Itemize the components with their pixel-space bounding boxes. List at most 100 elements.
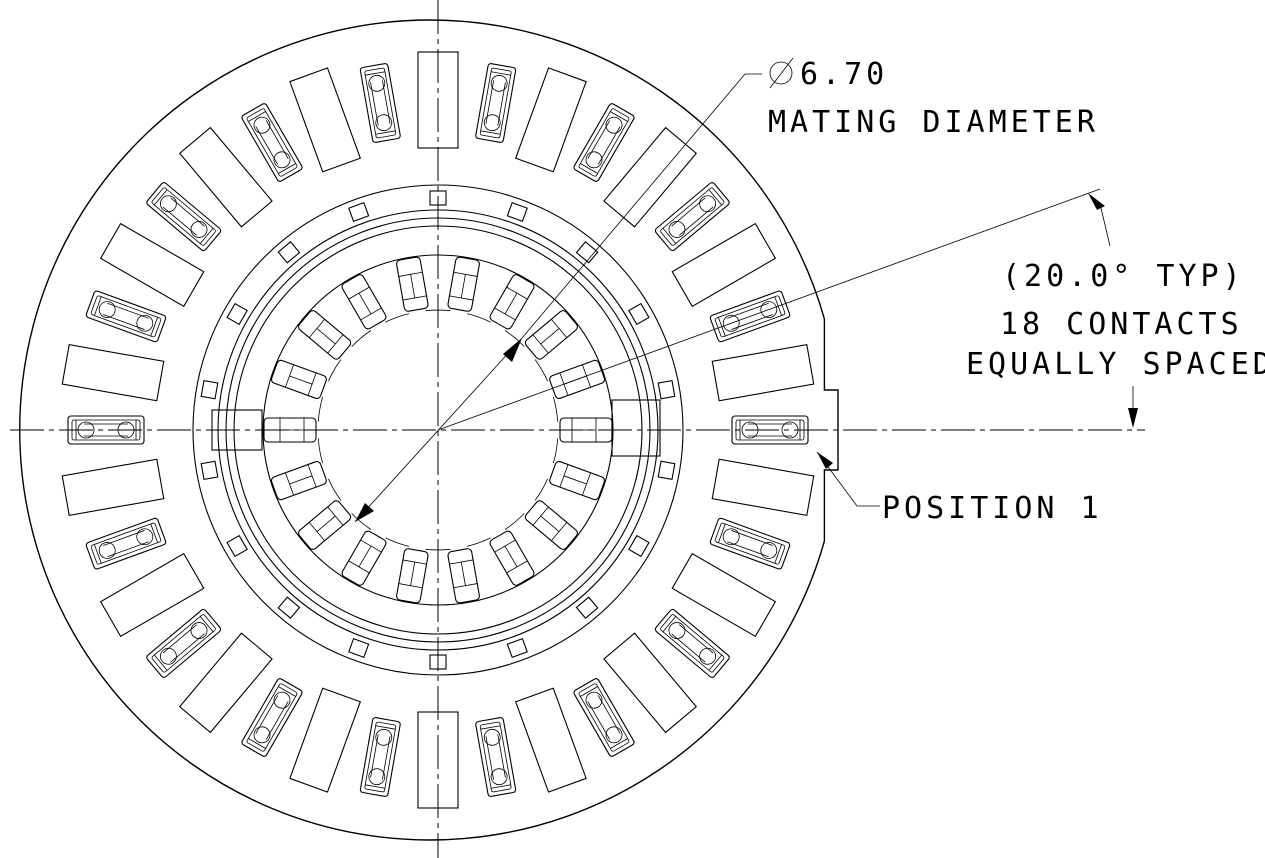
outer-slot <box>711 344 815 402</box>
inner-contact <box>549 461 606 501</box>
inner-arc-segment <box>553 396 559 422</box>
outer-contact <box>359 717 401 797</box>
angle-arrow-upper <box>1088 193 1105 210</box>
contact-tip <box>483 114 501 132</box>
contact-line <box>153 654 168 671</box>
contact-line <box>370 82 379 126</box>
contact-line <box>255 126 279 165</box>
angle-arrow-lower <box>1128 408 1138 428</box>
contact-body-inner <box>660 187 725 246</box>
outer-contact <box>573 103 635 182</box>
contact-tip <box>159 195 177 213</box>
inner-contact-line <box>327 334 344 354</box>
inner-contact-line <box>494 307 516 321</box>
contact-body-inner <box>151 187 216 246</box>
outer-slot <box>603 126 698 228</box>
contact-line <box>94 296 102 316</box>
contact-line <box>150 317 158 337</box>
contact-tip <box>490 74 508 92</box>
contact-tip <box>375 114 393 132</box>
contact-line <box>94 544 102 564</box>
contact-tip <box>98 301 116 318</box>
contact-line <box>708 654 723 671</box>
contact-tip <box>190 221 208 238</box>
angle-extension-line <box>437 188 1101 431</box>
contact-body-inner <box>479 67 512 139</box>
inner-contact-outline <box>549 461 606 501</box>
contact-line <box>107 302 149 319</box>
outer-contact-group <box>67 63 809 797</box>
contact-tip <box>273 151 291 169</box>
outer-contact <box>241 103 303 182</box>
outer-slot <box>61 344 165 402</box>
contact-tip <box>375 728 393 746</box>
inner-contact <box>270 461 327 501</box>
contact-line <box>708 189 723 206</box>
position-leader-line <box>816 451 880 507</box>
contact-line <box>610 738 628 749</box>
outer-contact <box>654 182 730 252</box>
contact-line <box>497 734 506 778</box>
inner-contact-line <box>360 307 382 321</box>
contact-tip <box>699 647 717 665</box>
outer-slot <box>289 67 362 173</box>
outer-slot <box>99 552 205 638</box>
inner-contact-outline <box>447 548 480 604</box>
inner-contact-outline <box>489 274 535 330</box>
contact-line <box>587 120 611 159</box>
contact-tip <box>605 726 623 744</box>
ring-notch <box>506 201 528 223</box>
contact-tip <box>668 221 686 238</box>
inner-contact <box>341 274 387 330</box>
inner-contact <box>447 548 480 604</box>
contact-tip <box>273 691 291 709</box>
inner-arc-segment <box>351 330 372 347</box>
ring-notch <box>348 201 370 223</box>
contact-line <box>774 544 782 564</box>
contact-body-outline <box>241 103 303 182</box>
inner-contact-line <box>410 274 416 299</box>
contact-tip <box>585 151 603 169</box>
contact-tip <box>368 74 386 92</box>
inner-contact-line <box>358 292 372 315</box>
contact-body-outline <box>654 608 730 678</box>
contact-body-inner <box>90 522 162 565</box>
contact-body-outline <box>146 608 222 678</box>
contact-tip <box>136 314 154 332</box>
contact-body-outline <box>85 517 167 570</box>
inner-contact <box>489 530 535 586</box>
angle-arrow-upper-tail <box>1100 207 1111 247</box>
inner-contact-line <box>410 561 416 586</box>
position-label-text: POSITION 1 <box>882 491 1103 526</box>
inner-contact <box>298 310 352 360</box>
inner-contact <box>270 359 327 399</box>
contact-line <box>727 302 769 319</box>
inner-arc-group <box>317 309 559 551</box>
contact-tip <box>490 768 508 786</box>
ring-notch <box>200 379 219 400</box>
contact-body-inner <box>578 683 630 752</box>
contact-body-outline <box>85 290 167 343</box>
contact-line <box>480 130 501 135</box>
outer-slot <box>99 222 205 308</box>
outer-slot <box>671 222 777 308</box>
ring-notch <box>277 596 301 619</box>
inner-contact-line <box>540 515 560 532</box>
contact-line <box>580 163 598 174</box>
inner-contact-line <box>316 328 336 345</box>
contact-line <box>103 314 145 330</box>
inner-arc-segment <box>504 513 525 530</box>
ring-notch <box>277 241 301 264</box>
ring-notch <box>657 460 676 481</box>
contact-line <box>580 686 598 697</box>
inner-contact-line <box>348 560 370 574</box>
inner-contact-line <box>285 364 294 388</box>
inner-contact <box>489 274 535 330</box>
outer-contact <box>146 182 222 252</box>
contact-tip <box>699 195 717 213</box>
inner-contact <box>524 500 578 550</box>
inner-contact-outline <box>270 461 327 501</box>
contact-line <box>365 71 386 76</box>
contact-line <box>278 163 296 174</box>
inner-contact <box>396 256 429 312</box>
